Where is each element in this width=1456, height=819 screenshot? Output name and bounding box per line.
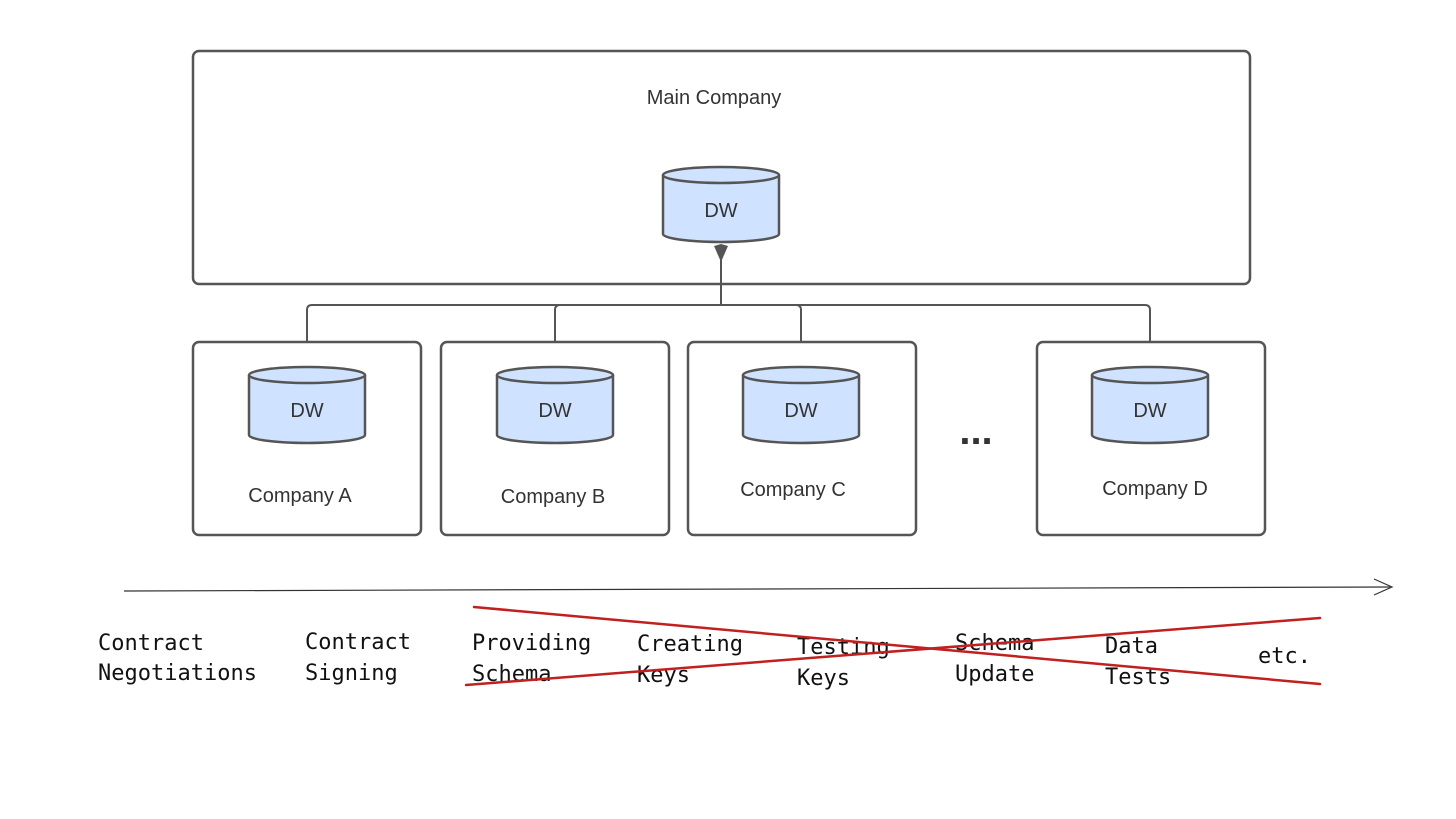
timeline-step: Creating Keys <box>637 632 743 688</box>
cross-out-mark <box>464 605 1322 687</box>
timeline-step: Schema Update <box>955 631 1034 687</box>
step-line2: Keys <box>797 666 850 691</box>
company-a-dw-label: DW <box>290 400 323 422</box>
timeline-step: Data Tests <box>1105 634 1171 690</box>
step-line1: Providing <box>472 631 591 656</box>
timeline-step: Contract Signing <box>305 630 411 686</box>
step-line1: Creating <box>637 632 743 657</box>
main-dw-cylinder: DW <box>661 165 781 244</box>
company-c-label: Company C <box>740 479 846 501</box>
arrow-right-icon <box>1373 578 1394 596</box>
connector-bus <box>306 304 1151 368</box>
step-line1: Contract <box>98 631 204 656</box>
main-dw-label: DW <box>704 200 737 222</box>
connector-company-c <box>795 304 802 368</box>
connector-company-b <box>554 304 561 368</box>
company-c-box: DW Company C <box>686 340 918 537</box>
company-d-box: DW Company D <box>1035 340 1267 537</box>
timeline-steps: Contract Negotiations Contract Signing P… <box>98 630 1311 691</box>
timeline-arrow <box>123 578 1394 596</box>
company-a-box: DW Company A <box>191 340 423 537</box>
step-line1: etc. <box>1258 644 1311 669</box>
company-b-box: DW Company B <box>439 340 671 537</box>
step-line2: Keys <box>637 663 690 688</box>
company-d-dw-label: DW <box>1133 400 1166 422</box>
company-b-dw-label: DW <box>538 400 571 422</box>
step-line1: Data <box>1105 634 1158 659</box>
step-line2: Update <box>955 662 1034 687</box>
company-d-label: Company D <box>1102 478 1208 500</box>
cross-out-line-up <box>464 616 1322 687</box>
step-line1: Contract <box>305 630 411 655</box>
company-a-label: Company A <box>248 485 352 507</box>
connector-lines <box>306 244 1151 368</box>
timeline-step: Contract Negotiations <box>98 631 257 686</box>
more-companies-ellipsis: ... <box>959 409 992 453</box>
step-line2: Negotiations <box>98 661 257 686</box>
cross-out-line-down <box>472 605 1322 686</box>
arrow-up-icon <box>714 244 728 262</box>
timeline-step: etc. <box>1258 644 1311 669</box>
step-line2: Signing <box>305 661 398 686</box>
company-b-label: Company B <box>501 486 606 508</box>
company-c-dw-label: DW <box>784 400 817 422</box>
main-company-label: Main Company <box>647 87 782 109</box>
